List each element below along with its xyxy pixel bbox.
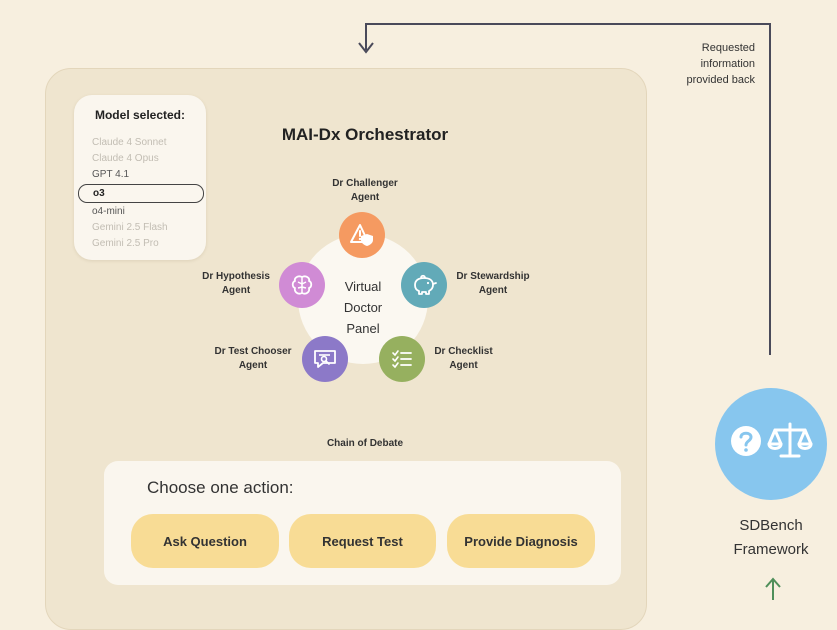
- model-option-gemini-2-5-flash[interactable]: Gemini 2.5 Flash: [92, 222, 168, 233]
- test-chooser-agent-icon: [302, 336, 348, 382]
- request-test-button[interactable]: Request Test: [289, 514, 436, 568]
- provide-diagnosis-button[interactable]: Provide Diagnosis: [447, 514, 595, 568]
- challenger-agent-label: Dr Challenger Agent: [332, 178, 398, 203]
- model-selector-title: Model selected:: [94, 108, 186, 122]
- model-option-claude-4-opus[interactable]: Claude 4 Opus: [92, 153, 159, 164]
- sdbench-icons: [731, 422, 813, 458]
- requested-information-label: Requested information provided back: [686, 42, 756, 86]
- stewardship-agent-icon: [401, 262, 447, 308]
- stewardship-agent-label: Dr Stewardship Agent: [456, 271, 530, 296]
- scales-icon: [767, 422, 813, 458]
- checklist-agent-label: Dr Checklist Agent: [434, 346, 493, 371]
- sdbench-label: SDBench Framework: [733, 517, 809, 558]
- hypothesis-agent-label: Dr Hypothesis Agent: [202, 271, 270, 296]
- model-list: Claude 4 Sonnet Claude 4 Opus GPT 4.1 o3…: [78, 135, 204, 252]
- orchestrator-title: MAI-Dx Orchestrator: [281, 125, 449, 144]
- hypothesis-agent-icon: [279, 262, 325, 308]
- sdbench-circle: [715, 388, 827, 500]
- brain-icon: [291, 275, 313, 295]
- message-search-icon: [314, 350, 336, 368]
- challenger-agent-icon: [339, 212, 385, 258]
- piggy-bank-icon: [414, 274, 437, 295]
- sdbench-input-arrow-head: [765, 577, 781, 588]
- checklist-agent-icon: [379, 336, 425, 382]
- model-selector-card: Model selected: Claude 4 Sonnet Claude 4…: [74, 95, 206, 260]
- model-option-claude-4-sonnet[interactable]: Claude 4 Sonnet: [92, 137, 167, 148]
- ask-question-button[interactable]: Ask Question: [131, 514, 279, 568]
- model-option-gemini-2-5-pro[interactable]: Gemini 2.5 Pro: [92, 238, 159, 249]
- test-chooser-agent-label: Dr Test Chooser Agent: [214, 346, 292, 371]
- checklist-icon: [392, 350, 412, 369]
- action-title: Choose one action:: [147, 478, 294, 497]
- return-arrow-line: [365, 23, 771, 355]
- return-arrow-head: [358, 42, 374, 54]
- model-option-o4-mini[interactable]: o4-mini: [92, 206, 125, 217]
- virtual-doctor-panel-label: Virtual Doctor Panel: [343, 279, 383, 336]
- question-icon: [731, 426, 761, 456]
- model-option-o3-selected[interactable]: o3: [78, 184, 204, 203]
- warning-shield-icon: [350, 224, 373, 246]
- model-option-gpt-4-1[interactable]: GPT 4.1: [92, 169, 130, 180]
- chain-of-debate-label: Chain of Debate: [326, 438, 404, 449]
